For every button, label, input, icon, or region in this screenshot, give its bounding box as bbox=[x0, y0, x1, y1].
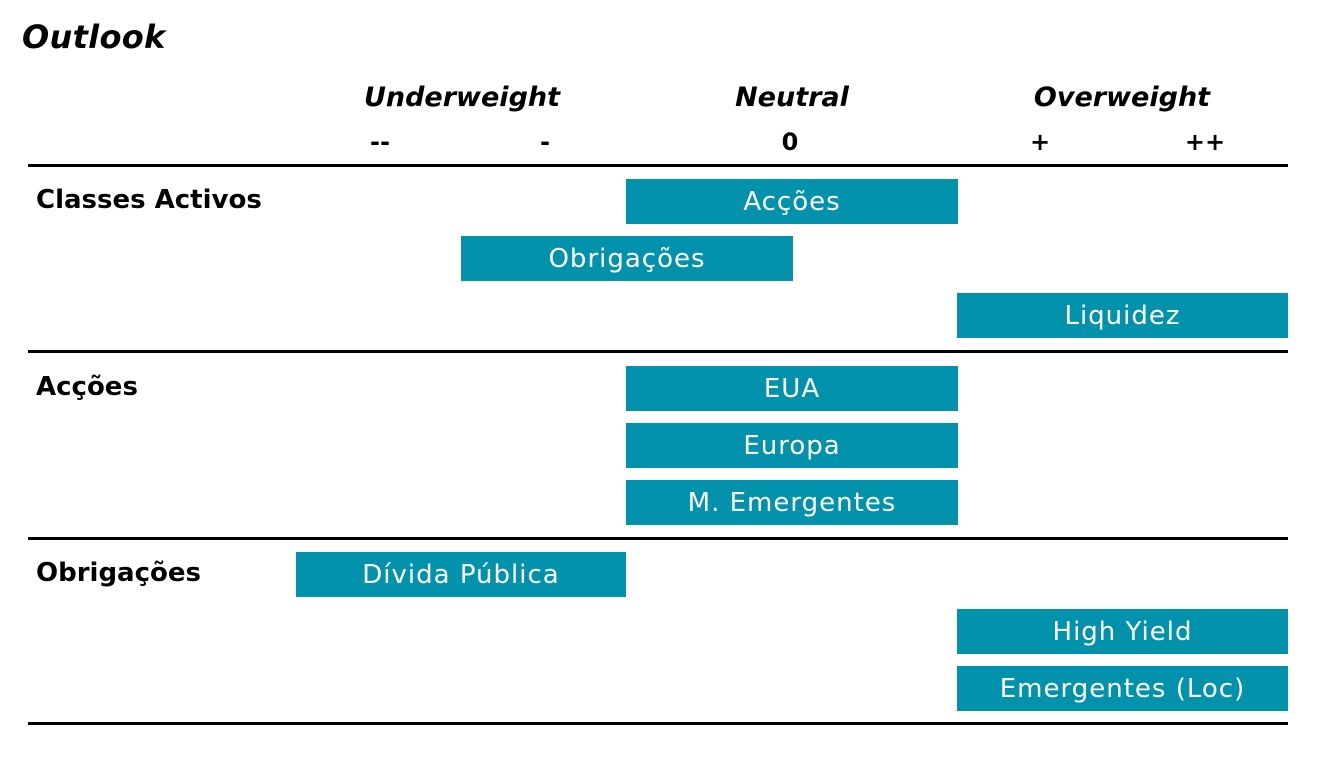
divider-section-1 bbox=[28, 350, 1288, 353]
divider-header bbox=[28, 164, 1288, 167]
bar-eua: EUA bbox=[626, 366, 958, 411]
section-label-accoes: Acções bbox=[36, 372, 138, 402]
divider-section-2 bbox=[28, 537, 1288, 540]
bar-accoes-classes: Acções bbox=[626, 179, 958, 224]
bar-divida-publica: Dívida Pública bbox=[296, 552, 626, 597]
bar-m-emergentes: M. Emergentes bbox=[626, 480, 958, 525]
tick-strong-underweight: -- bbox=[370, 128, 390, 156]
bar-obrigacoes-classes: Obrigações bbox=[461, 236, 793, 281]
page-title: Outlook bbox=[22, 18, 166, 56]
bar-emergentes-loc: Emergentes (Loc) bbox=[957, 666, 1288, 711]
header-overweight: Overweight bbox=[1033, 82, 1211, 113]
tick-strong-overweight: ++ bbox=[1184, 128, 1226, 156]
divider-footer bbox=[28, 722, 1288, 725]
section-label-classes-activos: Classes Activos bbox=[36, 185, 262, 215]
bar-high-yield: High Yield bbox=[957, 609, 1288, 654]
bar-liquidez: Liquidez bbox=[957, 293, 1288, 338]
tick-underweight: - bbox=[540, 128, 550, 156]
section-label-obrigacoes: Obrigações bbox=[36, 558, 201, 588]
tick-overweight: + bbox=[1029, 128, 1051, 156]
tick-neutral: 0 bbox=[781, 128, 799, 156]
header-underweight: Underweight bbox=[363, 82, 561, 113]
bar-europa: Europa bbox=[626, 423, 958, 468]
header-neutral: Neutral bbox=[735, 82, 849, 113]
